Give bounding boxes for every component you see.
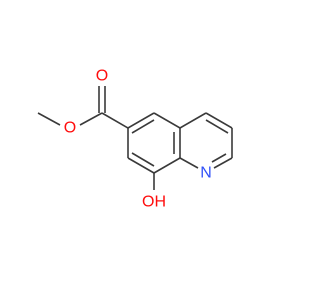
- bond-c2-n1-inner: [211, 153, 227, 163]
- bond-c4-c3: [205, 112, 233, 129]
- carbonyl-oxygen-label: O: [96, 68, 108, 85]
- bonds: [37, 86, 233, 190]
- bond-c5-c4a: [153, 112, 181, 129]
- bond-c8a-c8: [153, 157, 181, 174]
- bond-c8-c7-inner: [131, 152, 155, 167]
- bond-c8-c7: [127, 157, 155, 174]
- structure-canvas: O O N OH: [37, 68, 233, 211]
- bond-oxygen-carbonyl-carbon: [79, 112, 103, 126]
- bond-c4-c3-inner: [205, 119, 229, 134]
- bond-carbonyl-ring: [101, 112, 129, 129]
- bond-c6-c5-inner: [131, 119, 155, 134]
- bond-methyl-oxygen: [37, 112, 61, 126]
- bond-c6-c5: [127, 112, 155, 129]
- bond-c2-n1: [213, 157, 233, 169]
- hydroxyl-label: OH: [142, 194, 166, 211]
- ester-oxygen-label: O: [64, 120, 76, 137]
- bond-c4a-c4: [179, 112, 207, 129]
- bond-n1-c8a: [179, 157, 199, 169]
- ring-nitrogen-label: N: [200, 165, 212, 182]
- atom-labels: O O N OH: [64, 68, 212, 211]
- molecule-drawing: O O N OH: [37, 68, 233, 211]
